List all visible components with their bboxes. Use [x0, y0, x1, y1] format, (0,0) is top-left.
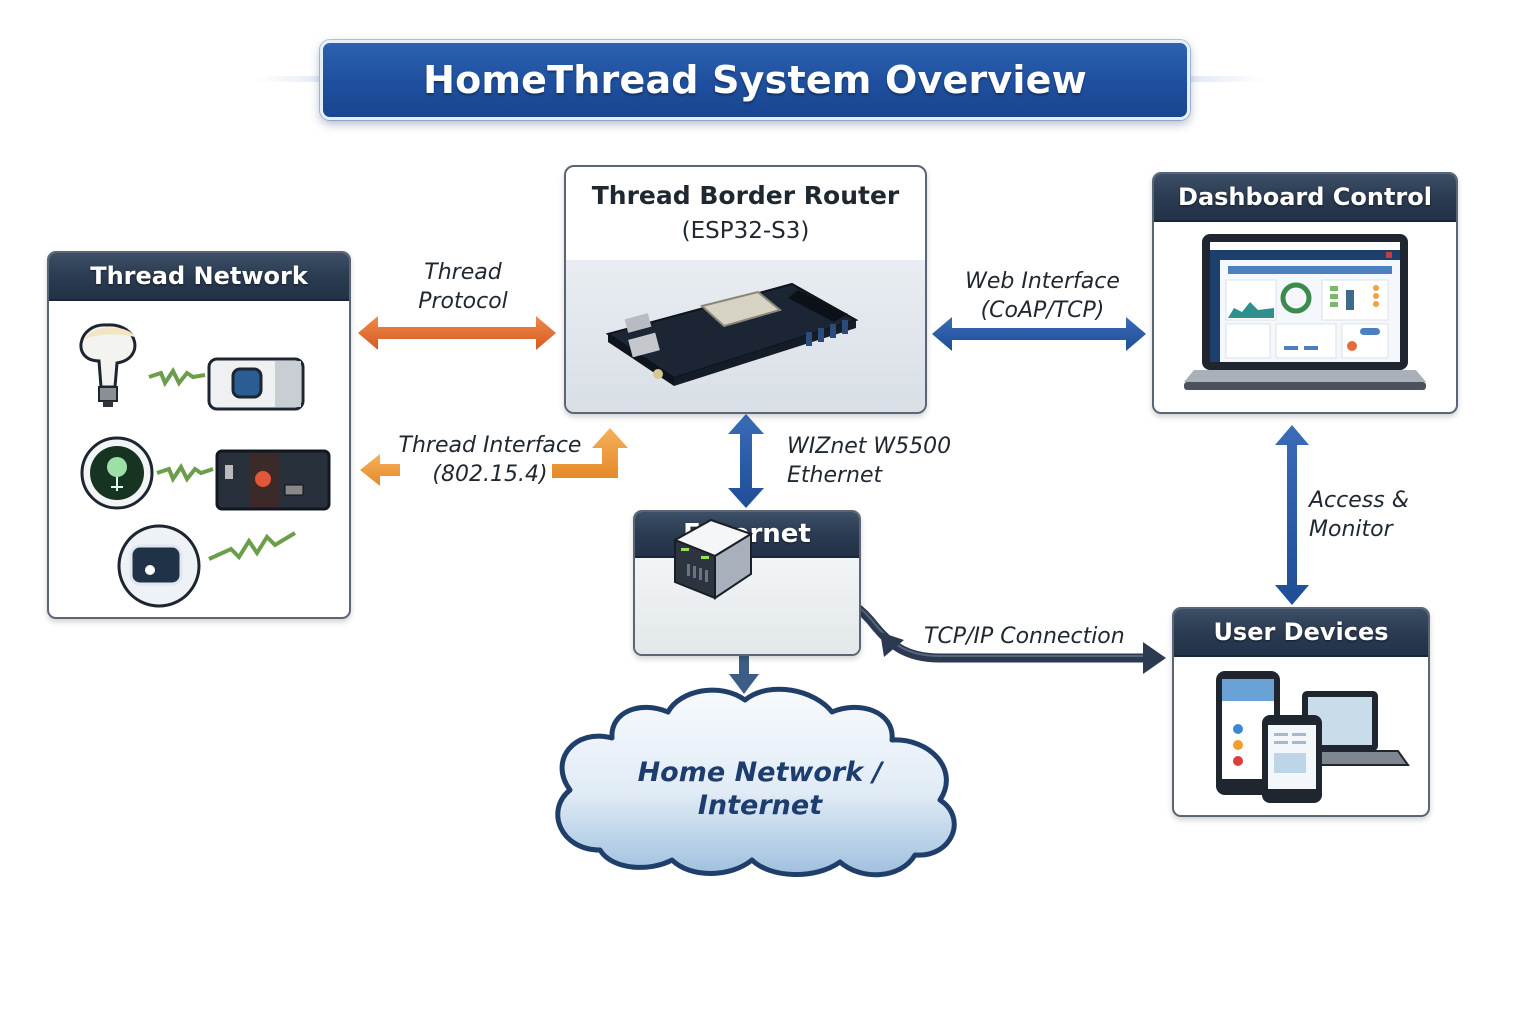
thread-interface-label-line1: Thread Interface — [398, 433, 582, 458]
thread-network-panel: Thread Network — [47, 251, 351, 619]
signal-zigzag-icon — [148, 367, 206, 388]
page-title: HomeThread System Overview — [423, 58, 1087, 102]
thread-protocol-arrow — [358, 316, 556, 350]
smart-plug-module-icon — [215, 449, 331, 511]
dashboard-header: Dashboard Control — [1154, 174, 1456, 222]
access-monitor-label: Access & Monitor — [1309, 486, 1429, 544]
home-network-cloud-label: Home Network / Internet — [600, 756, 920, 822]
rj45-port-icon — [672, 518, 754, 600]
user-devices-panel: User Devices — [1172, 607, 1430, 817]
border-router-image-area — [566, 260, 925, 412]
access-monitor-arrow — [1275, 425, 1309, 605]
signal-zigzag-icon — [156, 463, 214, 484]
border-router-subtitle: (ESP32-S3) — [681, 218, 810, 244]
thread-protocol-label-line2: Protocol — [418, 289, 508, 314]
thread-network-header: Thread Network — [49, 253, 349, 301]
border-router-title: Thread Border Router — [591, 181, 900, 210]
web-interface-label-line2: (CoAP/TCP) — [980, 298, 1105, 323]
ethernet-panel: Ethernet — [633, 510, 861, 656]
web-interface-arrow — [932, 317, 1146, 351]
thread-interface-label: Thread Interface (802.15.4) — [392, 431, 588, 489]
wiznet-label: WIZnet W5500 Ethernet — [787, 432, 977, 490]
smart-bulb-icon — [79, 323, 137, 407]
wall-switch-icon — [207, 357, 305, 411]
tcpip-connection-label: TCP/IP Connection — [924, 624, 1125, 649]
ethernet-to-cloud-arrow — [729, 655, 759, 694]
laptop-dashboard-icon — [1184, 234, 1426, 390]
dashboard-panel: Dashboard Control — [1152, 172, 1458, 414]
thread-protocol-label: Thread Protocol — [388, 258, 538, 316]
border-router-panel: Thread Border Router (ESP32-S3) — [564, 165, 927, 414]
motion-sensor-icon — [117, 524, 201, 608]
thread-devices-illustration — [79, 323, 331, 608]
web-interface-label: Web Interface (CoAP/TCP) — [955, 267, 1130, 325]
cloud-label-line2: Internet — [697, 790, 823, 821]
access-monitor-label-line2: Monitor — [1309, 517, 1393, 542]
web-interface-label-line1: Web Interface — [965, 269, 1120, 294]
thread-interface-label-line2: (802.15.4) — [432, 462, 548, 487]
green-indicator-sensor-icon — [80, 436, 154, 510]
user-devices-icon — [1216, 671, 1410, 803]
title-banner: HomeThread System Overview — [320, 40, 1190, 120]
cloud-label-line1: Home Network / — [637, 757, 883, 788]
user-devices-header: User Devices — [1174, 609, 1428, 657]
cloud-shape — [555, 686, 957, 878]
wiznet-label-line1: WIZnet W5500 — [787, 434, 952, 459]
border-router-header: Thread Border Router (ESP32-S3) — [566, 167, 925, 260]
thread-interface-arrow — [360, 428, 628, 486]
access-monitor-label-line1: Access & — [1309, 488, 1409, 513]
esp32-board-icon — [605, 282, 859, 386]
wiznet-arrow — [728, 414, 764, 508]
ethernet-body — [635, 518, 859, 654]
thread-protocol-label-line1: Thread — [424, 260, 502, 285]
signal-zigzag-icon — [208, 531, 297, 561]
wiznet-label-line2: Ethernet — [787, 463, 883, 488]
